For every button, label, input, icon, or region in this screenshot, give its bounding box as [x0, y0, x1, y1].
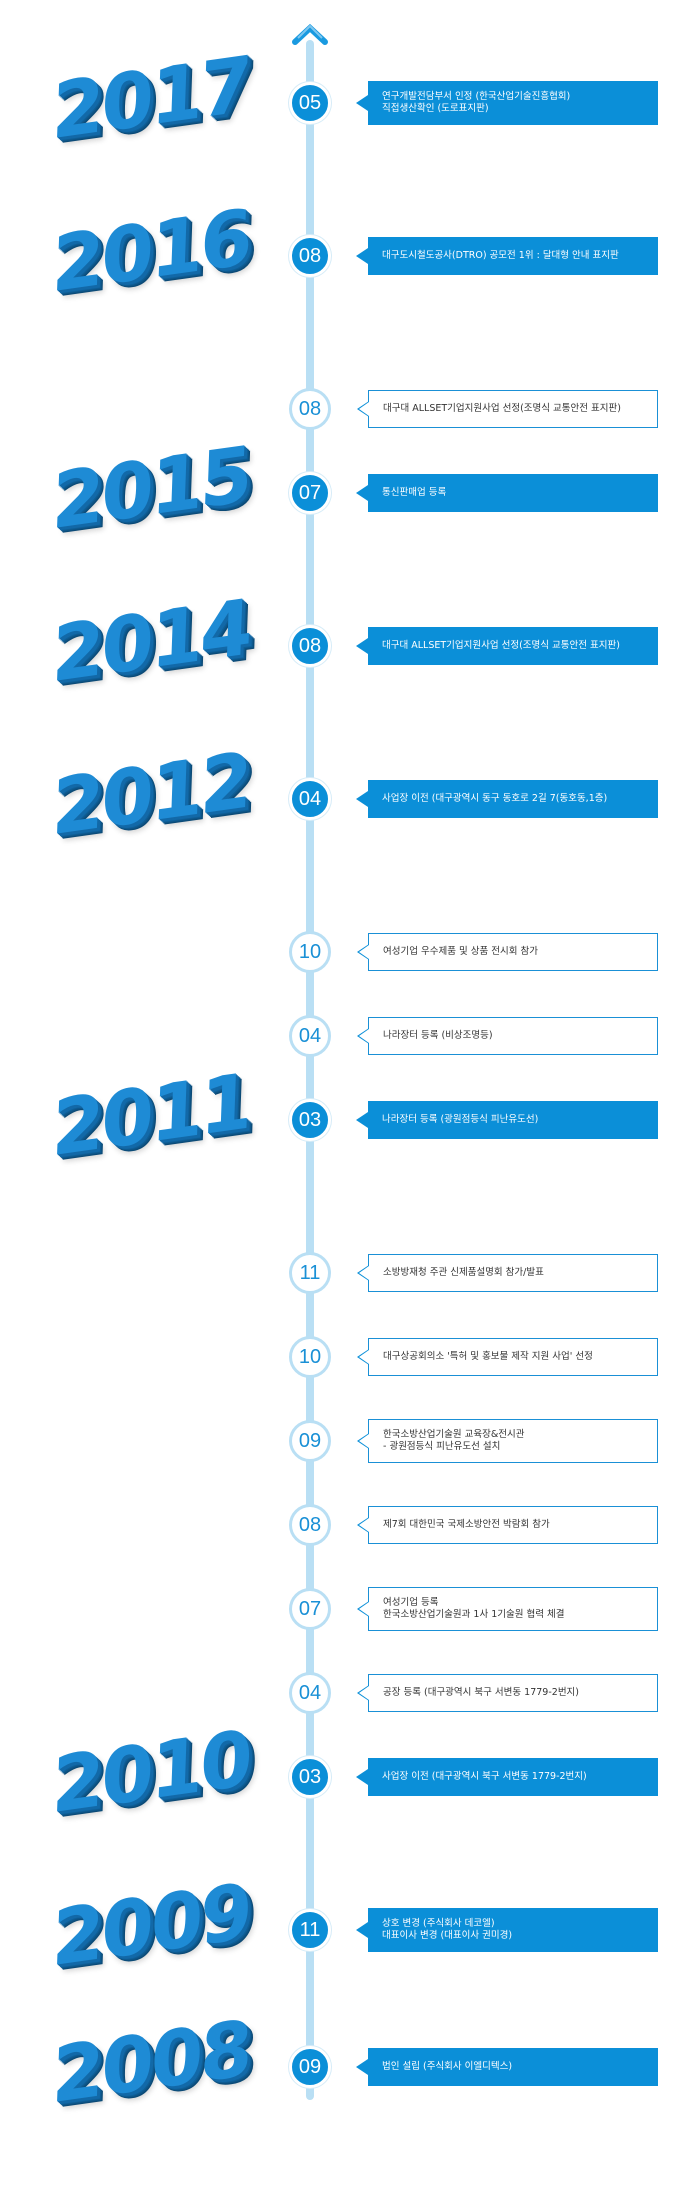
year-heading: 2014 [50, 581, 252, 700]
event-description: 나라장터 등록 (비상조명등) [383, 1030, 493, 1041]
event-callout: 통신판매업 등록 [356, 474, 658, 512]
year-heading: 2011 [50, 1055, 252, 1174]
event-description: 여성기업 우수제품 및 상품 전시회 참가 [383, 946, 538, 957]
month-badge: 10 [289, 1336, 331, 1378]
month-badge: 08 [289, 235, 331, 277]
event-description: 법인 설립 (주식회사 이엘디텍스) [382, 2061, 513, 2072]
event-description: 여성기업 등록 한국소방산업기술원과 1사 1기술원 협력 체결 [383, 1597, 565, 1620]
event-callout: 대구대 ALLSET기업지원사업 선정(조명식 교통안전 표지판) [357, 390, 658, 428]
timeline-spine [306, 40, 314, 2100]
event-description: 대구대 ALLSET기업지원사업 선정(조명식 교통안전 표지판) [383, 403, 621, 414]
month-badge: 09 [289, 1420, 331, 1462]
month-badge: 11 [289, 1252, 331, 1294]
event-description: 나라장터 등록 (광원점등식 피난유도선) [382, 1114, 539, 1125]
event-description: 사업장 이전 (대구광역시 북구 서변동 1779-2번지) [382, 1771, 587, 1782]
year-heading: 2016 [50, 191, 252, 310]
event-callout: 대구상공회의소 '특허 및 홍보물 제작 지원 사업' 선정 [357, 1338, 658, 1376]
event-description: 연구개발전담부서 인정 (한국산업기술진흥협회) 직접생산확인 (도로표지판) [382, 91, 571, 114]
month-badge: 03 [289, 1099, 331, 1141]
month-badge: 08 [289, 1504, 331, 1546]
month-badge: 04 [289, 1672, 331, 1714]
event-callout: 제7회 대한민국 국제소방안전 박람회 참가 [357, 1506, 658, 1544]
event-callout: 연구개발전담부서 인정 (한국산업기술진흥협회) 직접생산확인 (도로표지판) [356, 81, 658, 125]
event-description: 제7회 대한민국 국제소방안전 박람회 참가 [383, 1519, 550, 1530]
event-callout: 나라장터 등록 (비상조명등) [357, 1017, 658, 1055]
event-callout: 법인 설립 (주식회사 이엘디텍스) [356, 2048, 658, 2086]
event-description: 통신판매업 등록 [382, 487, 447, 498]
year-heading: 2009 [50, 1865, 252, 1984]
month-badge: 07 [289, 472, 331, 514]
event-description: 사업장 이전 (대구광역시 동구 동호로 2길 7(동호동,1층) [382, 793, 608, 804]
year-heading: 2012 [50, 734, 252, 853]
month-badge: 03 [289, 1756, 331, 1798]
event-callout: 상호 변경 (주식회사 데코엘) 대표이사 변경 (대표이사 권미경) [356, 1908, 658, 1952]
year-heading: 2010 [50, 1712, 252, 1831]
event-callout: 사업장 이전 (대구광역시 동구 동호로 2길 7(동호동,1층) [356, 780, 658, 818]
event-callout: 여성기업 등록 한국소방산업기술원과 1사 1기술원 협력 체결 [357, 1587, 658, 1631]
event-callout: 나라장터 등록 (광원점등식 피난유도선) [356, 1101, 658, 1139]
month-badge: 08 [289, 625, 331, 667]
event-description: 대구대 ALLSET기업지원사업 선정(조명식 교통안전 표지판) [382, 640, 620, 651]
event-description: 소방방재청 주관 신제품설명회 참가/발표 [383, 1267, 544, 1278]
event-callout: 공장 등록 (대구광역시 북구 서변동 1779-2번지) [357, 1674, 658, 1712]
month-badge: 10 [289, 931, 331, 973]
month-badge: 08 [289, 388, 331, 430]
month-badge: 11 [289, 1909, 331, 1951]
event-callout: 사업장 이전 (대구광역시 북구 서변동 1779-2번지) [356, 1758, 658, 1796]
event-description: 공장 등록 (대구광역시 북구 서변동 1779-2번지) [383, 1687, 580, 1698]
year-heading: 2017 [50, 38, 252, 157]
month-badge: 09 [289, 2046, 331, 2088]
event-callout: 대구도시철도공사(DTRO) 공모전 1위 : 달대형 안내 표지판 [356, 237, 658, 275]
event-description: 대구도시철도공사(DTRO) 공모전 1위 : 달대형 안내 표지판 [382, 250, 619, 261]
month-badge: 05 [289, 82, 331, 124]
event-description: 대구상공회의소 '특허 및 홍보물 제작 지원 사업' 선정 [383, 1351, 593, 1362]
year-heading: 2015 [50, 428, 252, 547]
event-callout: 대구대 ALLSET기업지원사업 선정(조명식 교통안전 표지판) [356, 627, 658, 665]
event-callout: 여성기업 우수제품 및 상품 전시회 참가 [357, 933, 658, 971]
chevron-up-icon [292, 23, 328, 45]
event-callout: 소방방재청 주관 신제품설명회 참가/발표 [357, 1254, 658, 1292]
month-badge: 07 [289, 1588, 331, 1630]
month-badge: 04 [289, 778, 331, 820]
month-badge: 04 [289, 1015, 331, 1057]
event-description: 상호 변경 (주식회사 데코엘) 대표이사 변경 (대표이사 권미경) [382, 1918, 513, 1941]
year-heading: 2008 [50, 2002, 252, 2121]
event-callout: 한국소방산업기술원 교육장&전시관 - 광원점등식 피난유도선 설치 [357, 1419, 658, 1463]
event-description: 한국소방산업기술원 교육장&전시관 - 광원점등식 피난유도선 설치 [383, 1429, 525, 1452]
